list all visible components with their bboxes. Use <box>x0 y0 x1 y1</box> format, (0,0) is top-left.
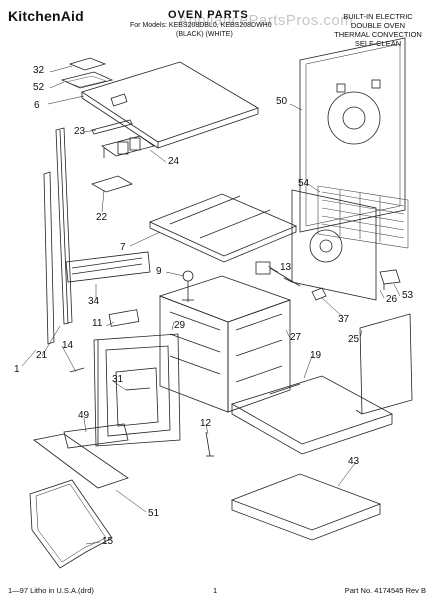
callout-12: 12 <box>200 418 212 429</box>
callout-24: 24 <box>168 156 180 167</box>
callout-11: 11 <box>92 318 103 329</box>
front-frame <box>93 333 181 447</box>
callout-1: 1 <box>14 364 20 375</box>
rear-panel <box>299 37 406 233</box>
callout-23: 23 <box>74 126 86 137</box>
oven-door-gasket <box>29 479 113 569</box>
brand-logo: KitchenAid <box>8 8 84 24</box>
sensor-bracket <box>255 261 301 287</box>
callout-27: 27 <box>290 332 302 343</box>
callout-51: 51 <box>148 508 160 519</box>
callout-43: 43 <box>348 456 360 467</box>
side-trim <box>55 127 73 325</box>
model-colors: (BLACK) (WHITE) <box>176 31 233 38</box>
door-seal <box>33 433 129 489</box>
callout-14: 14 <box>62 340 74 351</box>
callout-37: 37 <box>338 314 350 325</box>
element-assembly <box>101 135 155 158</box>
callout-31: 31 <box>112 374 124 385</box>
callout-9: 9 <box>156 266 162 277</box>
footer-page-number: 1 <box>213 586 218 595</box>
bracket <box>379 269 401 290</box>
side-panel <box>355 313 413 415</box>
hinge-bracket <box>205 431 214 457</box>
door-gasket-strip <box>43 171 55 345</box>
appliance-line: BUILT-IN ELECTRIC <box>343 12 413 21</box>
callout-7: 7 <box>120 242 126 253</box>
callout-54: 54 <box>298 178 310 189</box>
top-cover-panel <box>81 61 259 149</box>
footer-part-number: Part No. 4174545 Rev B <box>344 586 426 595</box>
control-panel <box>65 251 151 283</box>
callout-19: 19 <box>310 350 322 361</box>
broiler-drawer <box>231 375 394 455</box>
door-window <box>115 367 159 427</box>
door-switch <box>108 309 140 327</box>
callout-34: 34 <box>88 296 100 307</box>
latch <box>311 287 327 301</box>
appliance-line: DOUBLE OVEN <box>350 21 406 30</box>
callout-53: 53 <box>402 290 414 301</box>
mounting-plate <box>90 175 134 193</box>
callout-15: 15 <box>102 536 114 547</box>
bottom-tray <box>148 193 298 263</box>
appliance-line: THERMAL CONVECTION <box>334 30 422 39</box>
model-numbers: For Models: KEBS208DBL0, KEBS208DWH0 <box>130 22 272 29</box>
callout-26: 26 <box>386 294 398 305</box>
watermark: AppliancePartsPros.com <box>178 12 354 29</box>
footer-litho: 1—97 Litho in U.S.A.(drd) <box>8 586 94 595</box>
callout-29: 29 <box>174 320 186 331</box>
thermostat-probe <box>182 270 194 302</box>
diagram-title: OVEN PARTS <box>168 9 249 21</box>
callout-21: 21 <box>36 350 48 361</box>
convection-fan-panel <box>283 189 377 301</box>
callout-49: 49 <box>78 410 90 421</box>
callout-13: 13 <box>280 262 292 273</box>
callout-52: 52 <box>33 82 45 93</box>
storage-drawer <box>230 473 382 541</box>
insulation-blanket <box>317 185 409 249</box>
callout-22: 22 <box>96 212 108 223</box>
trim-strip <box>91 119 133 135</box>
callout-32: 32 <box>33 65 45 76</box>
callout-6: 6 <box>34 100 40 111</box>
screw <box>69 367 85 373</box>
oven-cavity <box>158 275 292 413</box>
callout-25: 25 <box>348 334 360 345</box>
leader-lines <box>21 65 401 545</box>
door-trim <box>63 423 129 449</box>
callout-50: 50 <box>276 96 288 107</box>
vent-trim-part <box>60 57 114 89</box>
